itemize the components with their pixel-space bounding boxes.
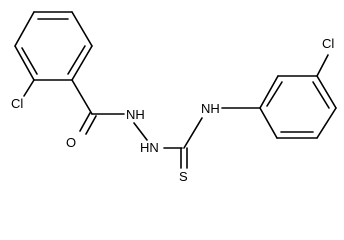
bond — [71, 11, 93, 47]
amide-nh-atom: NH — [126, 107, 145, 122]
bond — [71, 45, 93, 81]
aromatic-inner-bond — [266, 81, 283, 107]
bond — [14, 11, 35, 47]
hydrazine-hn-atom: HN — [140, 140, 159, 155]
bond — [316, 75, 337, 109]
bond — [259, 107, 278, 139]
right-benzene-ring — [259, 75, 337, 139]
bond-carbonyl-double-2 — [85, 115, 97, 135]
aromatic-inner-bond — [21, 47, 38, 75]
aromatic-inner-bond — [312, 81, 330, 109]
bond — [316, 107, 337, 139]
oxygen-atom: O — [66, 135, 76, 150]
bond-ring-carbonyl — [71, 79, 93, 115]
bond-ring-cl — [316, 54, 329, 77]
left-benzene-ring — [14, 11, 93, 81]
bond-carbonyl-double-1 — [79, 112, 91, 132]
chlorine-atom-left: Cl — [11, 96, 23, 111]
bond-nh-hn — [133, 122, 148, 141]
chemical-structure-diagram: Cl O NH HN S NH Cl — [11, 11, 337, 184]
aromatic-inner-bond — [67, 45, 86, 75]
chlorine-atom-right: Cl — [322, 36, 334, 51]
aryl-nh-atom: NH — [201, 101, 220, 116]
bond — [259, 75, 279, 109]
bond — [14, 45, 35, 81]
bond-ring-cl — [23, 79, 35, 97]
sulfur-atom: S — [179, 169, 188, 184]
bond-thiocarbonyl-nh — [183, 117, 203, 149]
